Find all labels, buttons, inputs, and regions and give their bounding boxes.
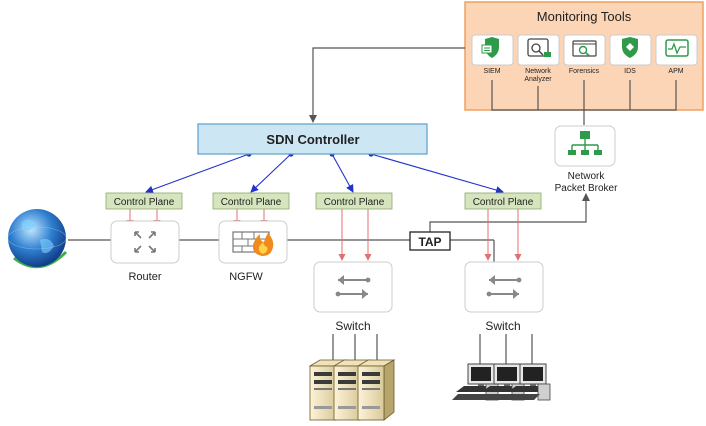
- workstation-group[interactable]: [452, 363, 551, 401]
- tap[interactable]: TAP: [409, 231, 451, 251]
- tool-label-forensics: Forensics: [569, 68, 600, 75]
- switch-icon: [335, 275, 371, 299]
- connectors: [68, 47, 677, 368]
- switch-2[interactable]: Switch: [464, 261, 544, 333]
- tool-forensics[interactable]: Forensics: [563, 34, 606, 75]
- tap-label: TAP: [418, 235, 441, 249]
- switch-2-label: Switch: [485, 319, 520, 333]
- control-plane-switch-2[interactable]: Control Plane: [464, 192, 542, 210]
- forensics-search-icon: [572, 40, 597, 57]
- ngfw[interactable]: NGFW: [218, 220, 288, 283]
- server-group[interactable]: [308, 359, 395, 421]
- sdn-controller-label: SDN Controller: [266, 132, 359, 147]
- switch-icon: [486, 275, 522, 299]
- control-plane-label: Control Plane: [324, 197, 385, 208]
- firewall-icon: [232, 231, 274, 256]
- tool-ids[interactable]: IDS: [609, 34, 652, 75]
- control-plane-label: Control Plane: [473, 197, 534, 208]
- packet-broker-label-line2: Packet Broker: [555, 183, 618, 194]
- network-packet-broker[interactable]: Network Packet Broker: [554, 125, 618, 194]
- router[interactable]: Router: [110, 220, 180, 283]
- ngfw-label: NGFW: [229, 271, 263, 283]
- sdn-controller[interactable]: SDN Controller: [197, 123, 428, 155]
- tool-apm[interactable]: APM: [655, 34, 698, 75]
- control-plane-label: Control Plane: [221, 197, 282, 208]
- router-label: Router: [128, 271, 161, 283]
- packet-broker-icon: [568, 131, 602, 155]
- tool-label-ids: IDS: [624, 68, 636, 75]
- control-plane-router[interactable]: Control Plane: [105, 192, 183, 210]
- siem-shield-icon: [481, 37, 499, 58]
- apm-monitor-icon: [665, 39, 689, 57]
- globe-icon: [7, 209, 68, 269]
- tool-siem[interactable]: SIEM: [471, 34, 514, 75]
- internet-globe[interactable]: [7, 209, 68, 269]
- tool-label-network-analyzer-line2: Analyzer: [524, 76, 552, 83]
- monitoring-tools-title: Monitoring Tools: [537, 9, 632, 24]
- switch-1-label: Switch: [335, 319, 370, 333]
- switch-1[interactable]: Switch: [313, 261, 393, 333]
- tool-label-apm: APM: [668, 68, 683, 75]
- packet-broker-label-line1: Network: [568, 171, 606, 182]
- control-plane-switch-1[interactable]: Control Plane: [315, 192, 393, 210]
- tool-label-network-analyzer-line1: Network: [525, 68, 551, 75]
- control-plane-label: Control Plane: [114, 197, 175, 208]
- tool-network-analyzer[interactable]: Network Analyzer: [517, 34, 560, 83]
- ids-shield-icon: [622, 37, 638, 58]
- network-analyzer-icon: [527, 38, 551, 57]
- control-plane-ngfw[interactable]: Control Plane: [212, 192, 290, 210]
- tool-label-siem: SIEM: [483, 68, 500, 75]
- router-icon: [134, 231, 156, 253]
